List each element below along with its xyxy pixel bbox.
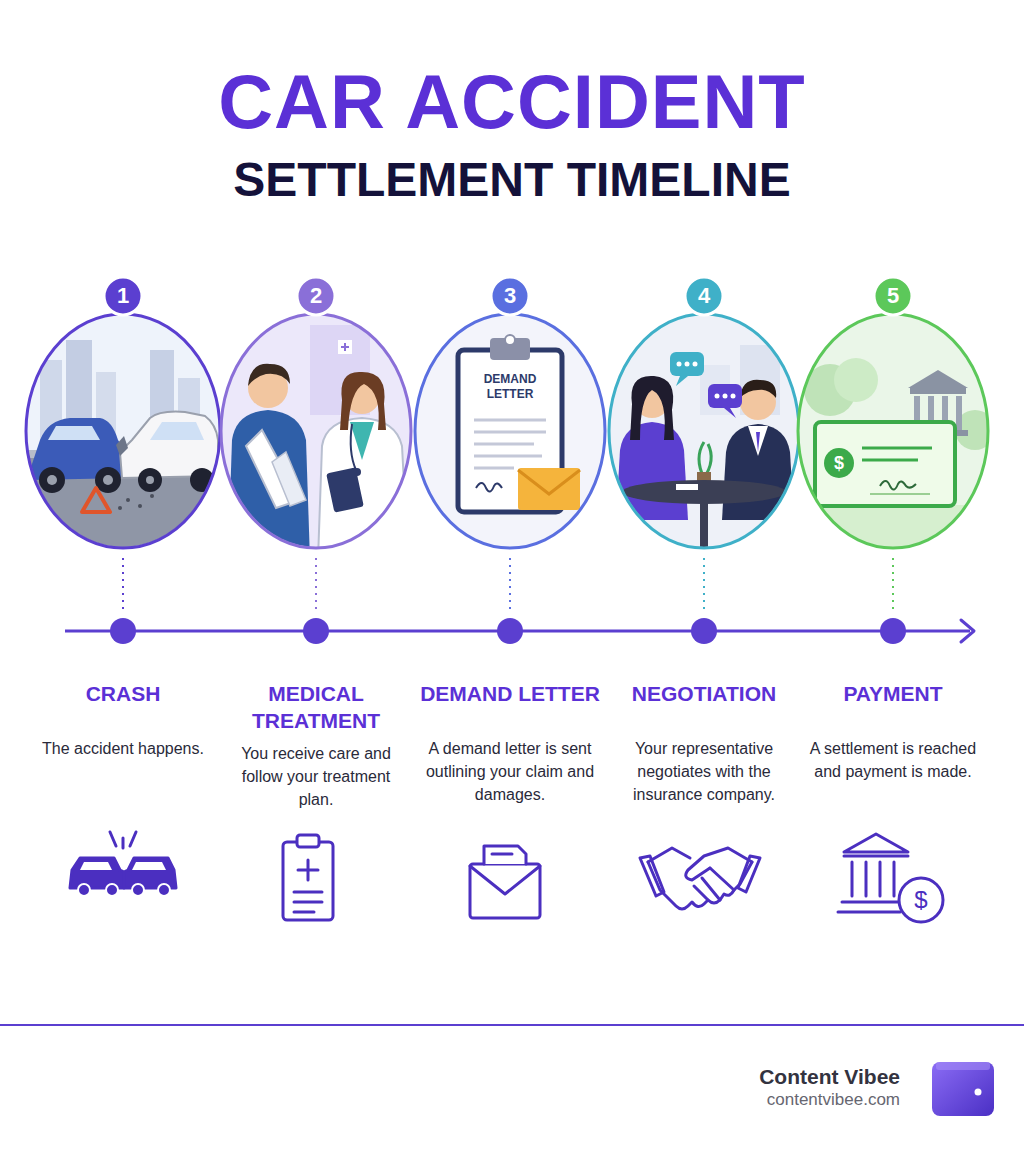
step-number: 3 [504, 283, 516, 309]
step-heading: NEGOTIATION [611, 680, 797, 707]
dotted-drop-lines [123, 558, 893, 614]
footer-rule [0, 1024, 1024, 1026]
step-number-badge: 4 [683, 275, 725, 317]
step-number-badge: 1 [102, 275, 144, 317]
step-description: You receive care and follow your treatme… [228, 742, 404, 811]
badge-fill [297, 277, 335, 315]
step-number-badge: 5 [872, 275, 914, 317]
step-number: 1 [117, 283, 129, 309]
step-heading: CRASH [31, 680, 215, 707]
brand-url: contentvibee.com [640, 1089, 900, 1111]
step-number-badge: 2 [295, 275, 337, 317]
step-description: The accident happens. [37, 737, 209, 760]
negotiation-illustration [604, 310, 814, 560]
letter-illustration [410, 310, 620, 560]
step-icons [70, 832, 943, 922]
step-description: A settlement is reached and payment is m… [808, 737, 978, 783]
badge-fill [491, 277, 529, 315]
step-heading: DEMAND LETTER [418, 680, 602, 707]
timeline-axis [65, 618, 974, 644]
brand-name: Content Vibee [640, 1064, 900, 1090]
step-number: 5 [887, 283, 899, 309]
step-description: Your representative negotiates with the … [616, 737, 792, 806]
subtitle: SETTLEMENT TIMELINE [12, 150, 1012, 210]
badge-fill [104, 277, 142, 315]
step-number: 4 [698, 283, 710, 309]
step-description: A demand letter is sent outlining your c… [421, 737, 599, 806]
step-number: 2 [310, 283, 322, 309]
brand-logo [932, 1062, 994, 1116]
badge-fill [874, 277, 912, 315]
document-label: DEMAND LETTER [468, 372, 552, 402]
currency-symbol: $ [824, 451, 854, 475]
medical-illustration [215, 310, 425, 560]
crash-illustration [20, 310, 230, 565]
step-heading: PAYMENT [803, 680, 983, 707]
currency-symbol: $ [904, 885, 938, 915]
step-number-badge: 3 [489, 275, 531, 317]
payment-illustration [795, 310, 995, 565]
step-heading: MEDICAL TREATMENT [224, 680, 408, 734]
main-title: CAR ACCIDENT [12, 58, 1012, 146]
badge-fill [685, 277, 723, 315]
